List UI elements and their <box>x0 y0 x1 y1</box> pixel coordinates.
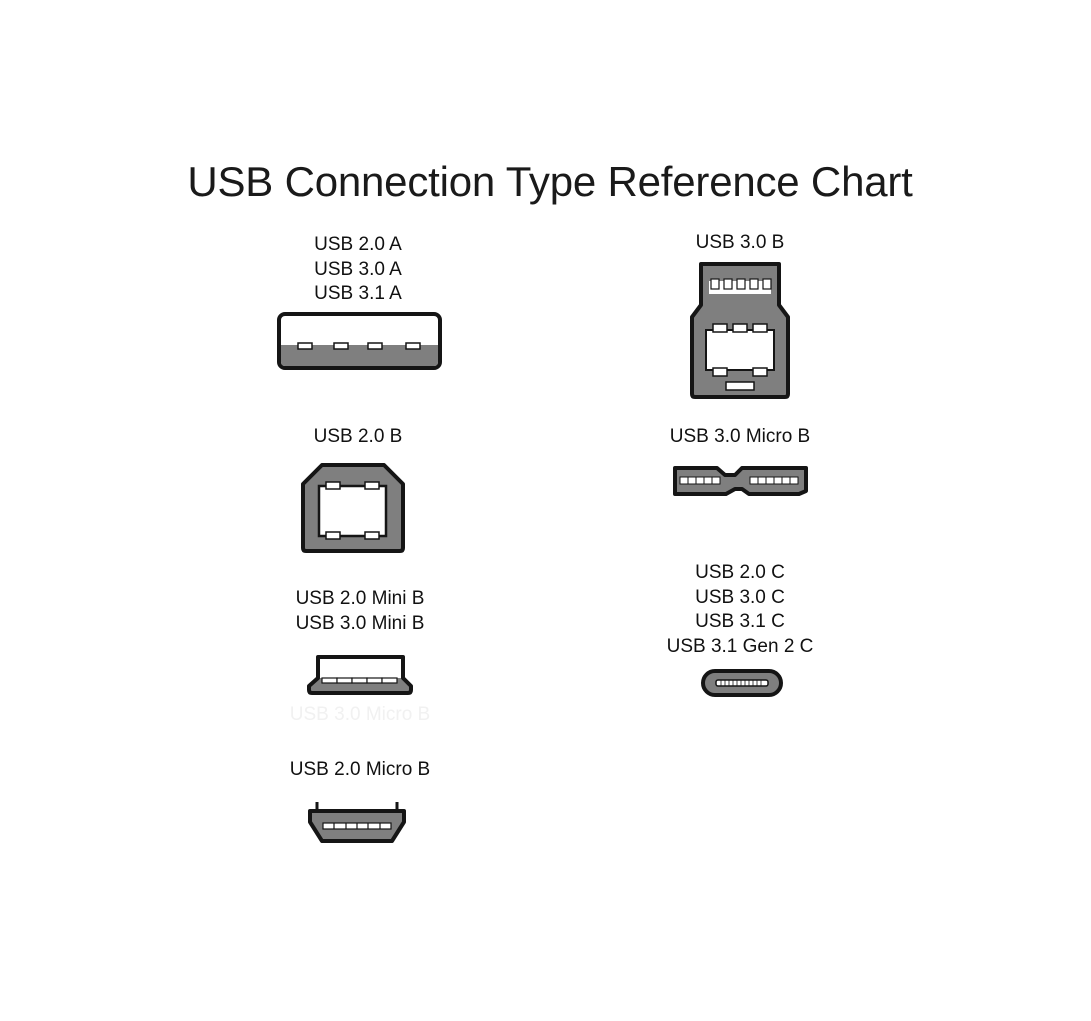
usb3-b-label: USB 3.0 B <box>640 231 840 256</box>
usb-c-label: USB 2.0 C USB 3.0 C USB 3.1 C USB 3.1 Ge… <box>620 561 860 659</box>
usb3-micro-b-label: USB 3.0 Micro B <box>620 425 860 450</box>
micro-b-label: USB 2.0 Micro B <box>240 758 480 783</box>
usb3-b-label-line: USB 3.0 B <box>695 232 785 253</box>
usb2-b-label-line: USB 2.0 B <box>313 426 403 447</box>
usb-c-label-line: USB 3.0 C <box>695 586 785 608</box>
usb-c-label-line: USB 3.1 C <box>695 611 785 632</box>
usb-a-label-line: USB 2.0 A <box>314 234 402 255</box>
mini-b-label: USB 2.0 Mini B USB 3.0 Mini B <box>240 587 480 636</box>
mini-b-label-line: USB 3.0 Mini B <box>295 612 425 634</box>
faded-label: USB 3.0 Micro B <box>240 703 480 728</box>
usb-a-label: USB 2.0 A USB 3.0 A USB 3.1 A <box>258 233 458 307</box>
mini-b-label-line: USB 2.0 Mini B <box>295 588 425 609</box>
usb-type-c-port-icon <box>701 669 783 697</box>
usb-type-a-port-icon <box>277 312 442 370</box>
usb-2-type-b-port-icon <box>301 463 405 553</box>
chart-title: USB Connection Type Reference Chart <box>187 158 913 205</box>
faded-label-line: USB 3.0 Micro B <box>289 704 431 725</box>
usb-micro-b-port-icon <box>308 802 406 843</box>
usb-a-label-line: USB 3.0 A <box>314 258 402 280</box>
usb-3-type-b-port-icon <box>690 262 790 399</box>
usb-3-micro-b-port-icon <box>673 466 808 496</box>
usb-c-label-line: USB 2.0 C <box>695 562 785 583</box>
usb-mini-b-port-icon <box>307 655 413 695</box>
usb2-b-label: USB 2.0 B <box>258 425 458 450</box>
usb3-micro-b-label-line: USB 3.0 Micro B <box>669 426 811 447</box>
micro-b-label-line: USB 2.0 Micro B <box>289 759 431 780</box>
usb-c-label-line: USB 3.1 Gen 2 C <box>666 635 814 657</box>
usb-a-label-line: USB 3.1 A <box>314 283 402 304</box>
